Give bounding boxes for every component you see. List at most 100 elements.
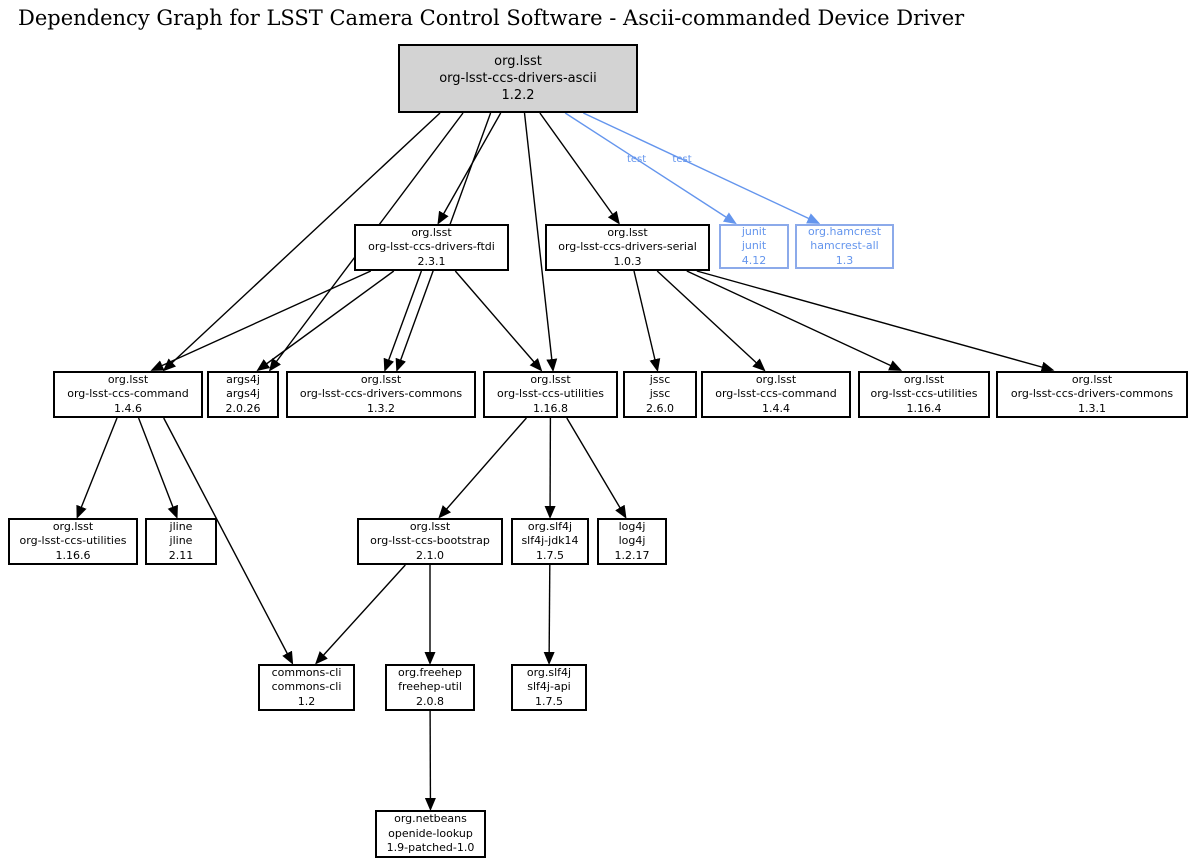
node-artifact: log4j xyxy=(618,534,646,548)
node-artifact: org-lsst-ccs-drivers-commons xyxy=(299,387,463,401)
node-version: 1.2.17 xyxy=(614,548,650,562)
edge-bootstrap-commonscli xyxy=(315,564,406,665)
node-group: org.slf4j xyxy=(526,665,572,679)
node-group: org.hamcrest xyxy=(807,224,882,238)
node-group: org.lsst xyxy=(1071,372,1113,386)
node-version: 4.12 xyxy=(741,253,767,267)
node-artifact: org-lsst-ccs-command xyxy=(67,387,189,401)
edge-ftdi-utilities1168 xyxy=(454,270,543,372)
node-version: 2.0.8 xyxy=(416,694,444,708)
edge-ftdi-command146 xyxy=(150,270,372,371)
node-version: 1.3.2 xyxy=(367,401,395,415)
node-root: org.lsst org-lsst-ccs-drivers-ascii 1.2.2 xyxy=(398,44,638,113)
node-artifact: org-lsst-ccs-utilities xyxy=(19,534,127,548)
node-version: 1.4.6 xyxy=(114,401,142,415)
node-artifact: args4j xyxy=(226,387,260,401)
node-group: commons-cli xyxy=(271,665,342,679)
node-artifact: openide-lookup xyxy=(388,826,473,840)
edge-root-serial xyxy=(539,112,620,225)
edge-label-junit: test xyxy=(627,154,646,165)
node-version: 1.3 xyxy=(835,253,854,267)
node-artifact: org-lsst-ccs-utilities xyxy=(497,387,604,401)
edge-command146-jline xyxy=(137,417,178,519)
node-artifact: jssc xyxy=(649,387,671,401)
edge-root-junit xyxy=(564,112,737,225)
node-group: org.lsst xyxy=(607,225,648,239)
node-group: org.lsst xyxy=(494,54,542,69)
node-group: junit xyxy=(741,224,767,238)
node-artifact: freehep-util xyxy=(398,680,462,694)
node-version: 1.2.2 xyxy=(501,88,535,103)
node-artifact: junit xyxy=(741,239,767,253)
node-version: 1.16.4 xyxy=(906,401,942,415)
edge-label-hamcrest: test xyxy=(672,154,691,165)
node-group: org.slf4j xyxy=(527,519,573,533)
node-group: org.lsst xyxy=(52,519,94,533)
node-artifact: slf4j-api xyxy=(527,680,571,694)
edge-serial-dcommons131 xyxy=(696,270,1055,373)
node-version: 2.0.26 xyxy=(225,401,261,415)
node-artifact: commons-cli xyxy=(271,680,342,694)
edge-root-utilities1168 xyxy=(523,112,558,372)
node-version: 1.7.5 xyxy=(535,694,563,708)
node-artifact: org-lsst-ccs-command xyxy=(715,387,837,401)
edge-utilities1168-bootstrap xyxy=(438,417,527,519)
node-version: 1.16.6 xyxy=(55,548,91,562)
node-group: log4j xyxy=(618,519,646,533)
node-version: 2.3.1 xyxy=(417,254,446,268)
node-version: 2.6.0 xyxy=(646,401,674,415)
node-artifact: hamcrest-all xyxy=(810,239,879,253)
node-artifact: org-lsst-ccs-drivers-commons xyxy=(1010,387,1174,401)
node-group: org.lsst xyxy=(360,372,402,386)
node-artifact: org-lsst-ccs-drivers-ftdi xyxy=(368,240,495,254)
node-version: 2.11 xyxy=(168,548,194,562)
edge-slf4jjdk14-slf4japi xyxy=(543,564,555,665)
edge-root-command146 xyxy=(162,112,441,372)
edge-root-ftdi xyxy=(437,112,502,225)
node-group: org.lsst xyxy=(903,372,945,386)
node-version: 1.3.1 xyxy=(1078,401,1106,415)
node-group: org.lsst xyxy=(755,372,797,386)
edge-command146-commonscli xyxy=(163,417,294,665)
edge-root-hamcrest xyxy=(583,112,821,224)
node-artifact: jline xyxy=(169,534,193,548)
edge-serial-command144 xyxy=(656,270,766,372)
node-artifact: org-lsst-ccs-bootstrap xyxy=(370,534,490,548)
node-artifact: slf4j-jdk14 xyxy=(521,534,579,548)
graph-title: Dependency Graph for LSST Camera Control… xyxy=(18,6,965,30)
node-group: org.freehep xyxy=(398,665,462,679)
node-group: org.lsst xyxy=(530,372,571,386)
node-artifact: org-lsst-ccs-drivers-ascii xyxy=(439,71,597,86)
node-group: org.lsst xyxy=(409,519,451,533)
edge-ftdi-args4j xyxy=(256,270,395,372)
edge-command146-utilities1166 xyxy=(76,417,118,519)
node-version: 1.16.8 xyxy=(533,401,568,415)
node-version: 2.1.0 xyxy=(416,548,444,562)
node-version: 1.2 xyxy=(297,694,316,708)
node-version: 1.9-patched-1.0 xyxy=(386,841,475,855)
edge-utilities1168-log4j xyxy=(566,417,627,519)
node-artifact: org-lsst-ccs-drivers-serial xyxy=(558,240,697,254)
edge-serial-jssc xyxy=(633,270,661,372)
node-group: jssc xyxy=(649,372,671,386)
node-group: args4j xyxy=(226,372,260,386)
